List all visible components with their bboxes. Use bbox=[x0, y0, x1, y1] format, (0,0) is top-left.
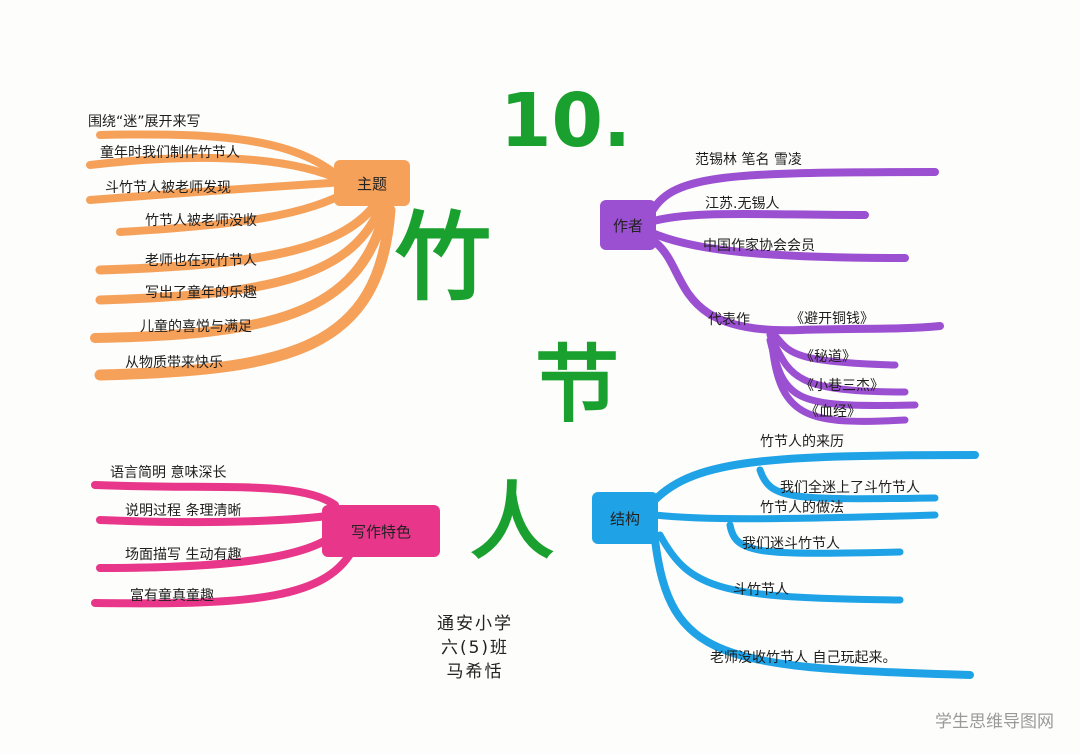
title-char-3: 人 bbox=[470, 473, 555, 571]
author-work: 《避开铜钱》 bbox=[790, 311, 874, 327]
title-char-1: 竹 bbox=[395, 202, 491, 314]
author-item: 江苏.无锡人 bbox=[705, 196, 780, 212]
structure-item: 我们迷斗竹节人 bbox=[742, 536, 840, 552]
author-work: 《小巷三杰》 bbox=[800, 378, 884, 394]
theme-branch-lines bbox=[86, 130, 396, 381]
structure-item: 我们全迷上了斗竹节人 bbox=[780, 480, 920, 496]
structure-item: 竹节人的做法 bbox=[760, 500, 844, 516]
structure-item: 竹节人的来历 bbox=[760, 434, 844, 450]
signature-school: 通安小学 bbox=[437, 614, 513, 634]
theme-item: 围绕“迷”展开来写 bbox=[88, 114, 201, 130]
signature: 通安小学 六(5)班 马希恬 bbox=[415, 612, 535, 684]
theme-item: 老师也在玩竹节人 bbox=[145, 253, 257, 269]
theme-item: 儿童的喜悦与满足 bbox=[140, 319, 252, 335]
writing-item: 富有童真童趣 bbox=[130, 588, 214, 604]
watermark: 学生思维导图网 bbox=[935, 712, 1054, 732]
author-item: 范锡林 笔名 雪凌 bbox=[695, 152, 802, 168]
writing-hub: 写作特色 bbox=[322, 505, 440, 557]
theme-item: 童年时我们制作竹节人 bbox=[100, 145, 240, 161]
theme-hub: 主题 bbox=[334, 160, 410, 206]
author-hub: 作者 bbox=[600, 200, 656, 250]
author-branch-lines bbox=[646, 168, 944, 425]
theme-item: 写出了童年的乐趣 bbox=[145, 285, 257, 301]
author-work: 《秘道》 bbox=[800, 349, 856, 365]
writing-item: 场面描写 生动有趣 bbox=[125, 547, 242, 563]
writing-item: 语言简明 意味深长 bbox=[110, 465, 227, 481]
theme-item: 竹节人被老师没收 bbox=[145, 213, 257, 229]
theme-item: 从物质带来快乐 bbox=[125, 355, 223, 371]
author-work: 《血经》 bbox=[805, 404, 861, 420]
signature-class: 六(5)班 bbox=[440, 638, 510, 658]
structure-branch-lines bbox=[646, 451, 979, 679]
structure-item: 斗竹节人 bbox=[733, 582, 789, 598]
theme-item: 斗竹节人被老师发现 bbox=[105, 180, 231, 196]
title-char-2: 节 bbox=[535, 336, 620, 434]
title-number: 10. bbox=[500, 78, 632, 164]
structure-hub: 结构 bbox=[592, 492, 658, 544]
author-item: 中国作家协会会员 bbox=[703, 238, 815, 254]
author-item: 代表作 bbox=[708, 312, 750, 328]
writing-item: 说明过程 条理清晰 bbox=[125, 503, 242, 519]
signature-name: 马希恬 bbox=[446, 662, 504, 682]
structure-item: 老师没收竹节人 自己玩起来。 bbox=[710, 650, 897, 666]
